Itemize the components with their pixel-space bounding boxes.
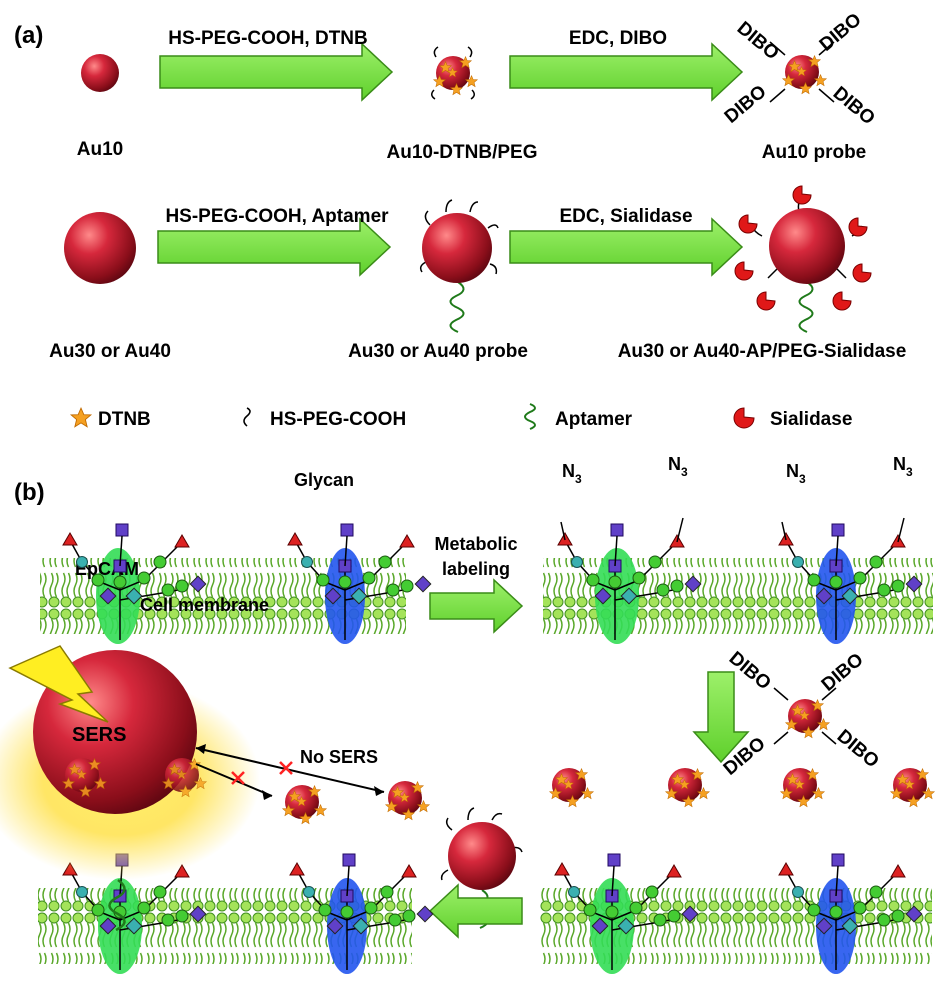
dibo-probe-b <box>773 687 837 745</box>
glycan-tree <box>554 853 699 970</box>
glycan-tree <box>557 517 702 640</box>
glycan-tree <box>287 523 432 640</box>
arrow-row1-step1 <box>159 42 394 102</box>
dibo-b-tag-4: DIBO <box>833 726 883 773</box>
dibo-tag-3: DIBO <box>721 81 771 128</box>
azide-label-3: N3 <box>786 461 806 486</box>
peg-linker-icon <box>243 407 251 427</box>
sialidase-conjugate-label: Au30 or Au40-AP/PEG-Sialidase <box>618 341 907 362</box>
metabolic-labeling-arrow <box>429 578 524 634</box>
legend-aptamer-label: Aptamer <box>555 409 633 430</box>
au30-au40-nanoparticle <box>64 212 136 284</box>
aptamer-icon <box>524 403 536 430</box>
au10-probe <box>769 41 835 103</box>
legend-sialidase-label: Sialidase <box>770 409 852 430</box>
cell-membrane-label: Cell membrane <box>140 595 269 615</box>
panel-b-label: (b) <box>14 479 45 506</box>
glycan-tree <box>289 853 434 970</box>
arrow-row2-step2-label: EDC, Sialidase <box>559 206 692 227</box>
arrow-row1-step2-label: EDC, DIBO <box>569 28 667 49</box>
arrow-row1-step2 <box>509 42 744 102</box>
bound-np-3 <box>781 768 825 807</box>
glycan-tree <box>778 853 923 970</box>
glycan-label: Glycan <box>294 470 354 490</box>
au30-au40-sialidase-conjugate <box>734 185 872 333</box>
au30-au40-probe <box>419 199 499 333</box>
dibo-tag-4: DIBO <box>829 83 879 130</box>
arrow-row2-step2 <box>509 217 744 277</box>
legend: DTNB HS-PEG-COOH Aptamer Sialidase <box>70 403 852 430</box>
bound-np-2 <box>666 768 710 807</box>
au10-nanoparticle <box>81 54 119 92</box>
dibo-b-tag-2: DIBO <box>818 649 868 696</box>
glycan-tree <box>778 517 923 640</box>
click-reaction-arrow <box>692 671 750 764</box>
star-icon <box>70 407 92 428</box>
no-sers-indicators <box>195 744 385 800</box>
no-sers-label: No SERS <box>300 747 378 767</box>
azide-label-4: N3 <box>893 454 913 479</box>
arrow-row1-step1-label: HS-PEG-COOH, DTNB <box>168 28 368 49</box>
metabolic-label-line2: labeling <box>442 559 510 579</box>
free-np-2 <box>386 781 430 820</box>
glycans-before-labeling <box>62 523 432 640</box>
free-np-1 <box>283 785 327 824</box>
glycans-probe-bound <box>554 853 923 970</box>
azide-labels: N3 N3 N3 N3 <box>562 454 913 486</box>
sialidase-icon <box>733 407 755 429</box>
azide-label-1: N3 <box>562 461 582 486</box>
au30-au40-label: Au30 or Au40 <box>49 341 171 362</box>
dibo-tag-2: DIBO <box>816 9 866 56</box>
bound-np-4 <box>891 768 935 807</box>
au30-au40-probe-label: Au30 or Au40 probe <box>348 341 528 362</box>
legend-peg-label: HS-PEG-COOH <box>270 409 406 430</box>
bound-np-1 <box>550 768 594 807</box>
azide-label-2: N3 <box>668 454 688 479</box>
glycans-labeled <box>557 517 923 640</box>
sers-label: SERS <box>72 724 126 746</box>
dibo-tag-1: DIBO <box>733 18 783 65</box>
arrow-row2-step1 <box>157 217 392 277</box>
lightning-icon <box>8 645 109 723</box>
binding-arrow <box>428 883 523 939</box>
au10-dtnb-peg-nanoparticle <box>431 46 478 100</box>
au10-dtnb-peg-label: Au10-DTNB/PEG <box>387 142 538 163</box>
arrow-row2-step1-label: HS-PEG-COOH, Aptamer <box>165 206 389 227</box>
legend-dtnb-label: DTNB <box>98 409 151 430</box>
glycan-tree <box>62 523 207 640</box>
panel-a-label: (a) <box>14 22 43 49</box>
aptamer-probe-bottom <box>440 807 523 929</box>
au10-label: Au10 <box>77 139 123 160</box>
au10-probe-label: Au10 probe <box>762 142 867 163</box>
metabolic-label-line1: Metabolic <box>434 534 517 554</box>
